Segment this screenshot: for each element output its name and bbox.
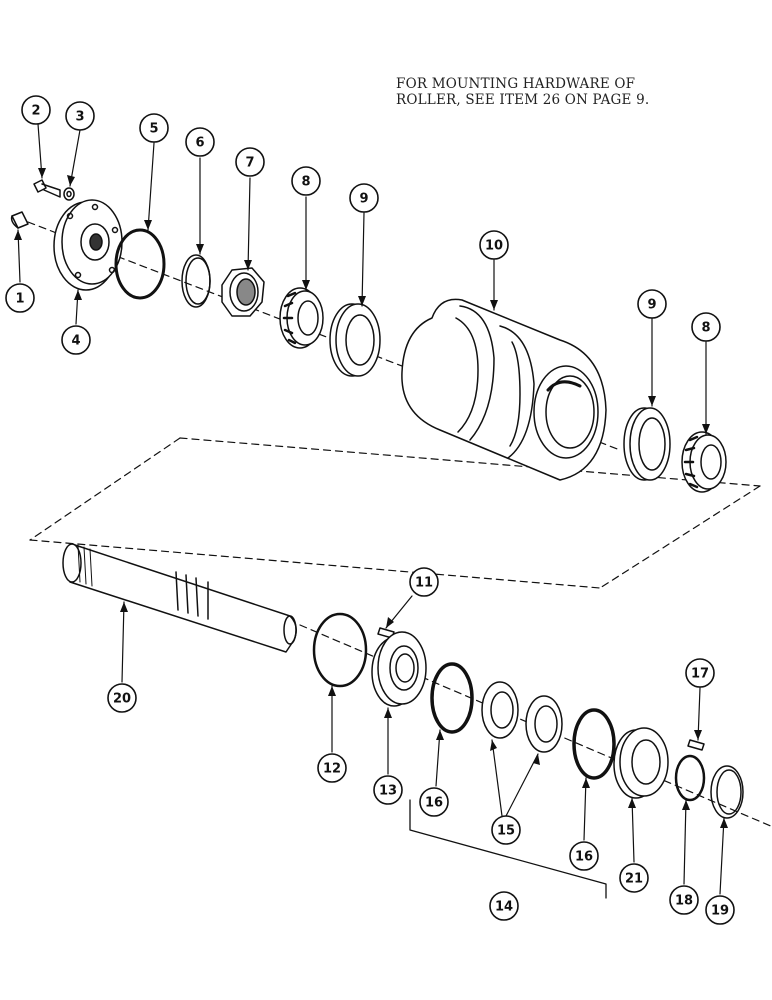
part-18-o-ring — [674, 754, 706, 802]
part-19-ring — [710, 765, 744, 819]
part-6-ring — [181, 254, 211, 308]
callout-16: 16 — [419, 787, 449, 817]
part-3-washer — [63, 187, 75, 201]
callout-number: 13 — [379, 784, 397, 799]
callout-number: 12 — [323, 762, 341, 777]
callout-number: 6 — [195, 136, 204, 151]
part-5-o-ring — [114, 228, 166, 300]
leader-arrowheads — [14, 168, 728, 828]
callout-17: 17 — [685, 658, 715, 688]
callout-number: 18 — [675, 894, 693, 909]
callout-number: 16 — [575, 850, 593, 865]
callout-number: 3 — [75, 110, 84, 125]
callout-number: 5 — [149, 122, 158, 137]
callout-19: 19 — [705, 895, 735, 925]
callout-8: 8 — [291, 166, 321, 196]
callout-11: 11 — [409, 567, 439, 597]
callout-number: 14 — [495, 900, 513, 915]
part-20-shaft — [62, 543, 297, 653]
callout-10: 10 — [479, 230, 509, 260]
note-line-2: ROLLER, SEE ITEM 26 ON PAGE 9. — [396, 92, 650, 108]
callout-number: 8 — [701, 321, 710, 336]
callout-9: 9 — [637, 289, 667, 319]
callout-20: 20 — [107, 683, 137, 713]
callout-number: 4 — [71, 334, 80, 349]
callout-3: 3 — [65, 101, 95, 131]
callout-number: 21 — [625, 872, 643, 887]
callout-21: 21 — [619, 863, 649, 893]
callout-number: 9 — [647, 298, 656, 313]
callout-number: 1 — [15, 292, 24, 307]
callout-number: 9 — [359, 192, 368, 207]
part-8-bearing-cone-right — [681, 431, 727, 493]
callout-number: 2 — [31, 104, 40, 119]
callout-number: 11 — [415, 576, 433, 591]
part-15-seal-pair — [481, 681, 563, 753]
callout-16: 16 — [569, 841, 599, 871]
callout-6: 6 — [185, 127, 215, 157]
note-line-1: FOR MOUNTING HARDWARE OF — [396, 76, 636, 92]
callout-2: 2 — [21, 95, 51, 125]
part-2-bolt — [33, 179, 61, 198]
callout-15: 15 — [491, 815, 521, 845]
mounting-hardware-note: FOR MOUNTING HARDWARE OF ROLLER, SEE ITE… — [396, 76, 726, 108]
callout-number: 16 — [425, 796, 443, 811]
part-4-end-cap — [53, 199, 123, 291]
part-9-bearing-cup — [329, 303, 381, 377]
callout-number: 19 — [711, 904, 729, 919]
part-17-pin — [687, 739, 705, 751]
part-9-bearing-cup-right — [623, 407, 671, 481]
callout-1: 1 — [5, 283, 35, 313]
part-16-seal-ring-right — [572, 708, 616, 780]
callout-12: 12 — [317, 753, 347, 783]
part-10-roller — [401, 298, 607, 481]
callout-number: 10 — [485, 239, 503, 254]
callout-number: 15 — [497, 824, 515, 839]
part-21-collar — [613, 727, 669, 799]
callout-9: 9 — [349, 183, 379, 213]
callout-4: 4 — [61, 325, 91, 355]
part-1-plug — [10, 211, 29, 229]
callout-14: 14 — [489, 891, 519, 921]
part-7-nut — [221, 267, 265, 317]
callout-13: 13 — [373, 775, 403, 805]
callout-number: 7 — [245, 156, 254, 171]
part-16-seal-ring — [430, 662, 474, 734]
callout-18: 18 — [669, 885, 699, 915]
part-12-o-ring — [312, 612, 368, 688]
callout-7: 7 — [235, 147, 265, 177]
part-13-collar — [371, 631, 427, 707]
item-14-bracket — [409, 799, 607, 899]
callout-8: 8 — [691, 312, 721, 342]
callout-number: 17 — [691, 667, 709, 682]
part-8-bearing-cone — [279, 287, 324, 349]
callout-number: 20 — [113, 692, 131, 707]
callout-5: 5 — [139, 113, 169, 143]
callout-number: 8 — [301, 175, 310, 190]
